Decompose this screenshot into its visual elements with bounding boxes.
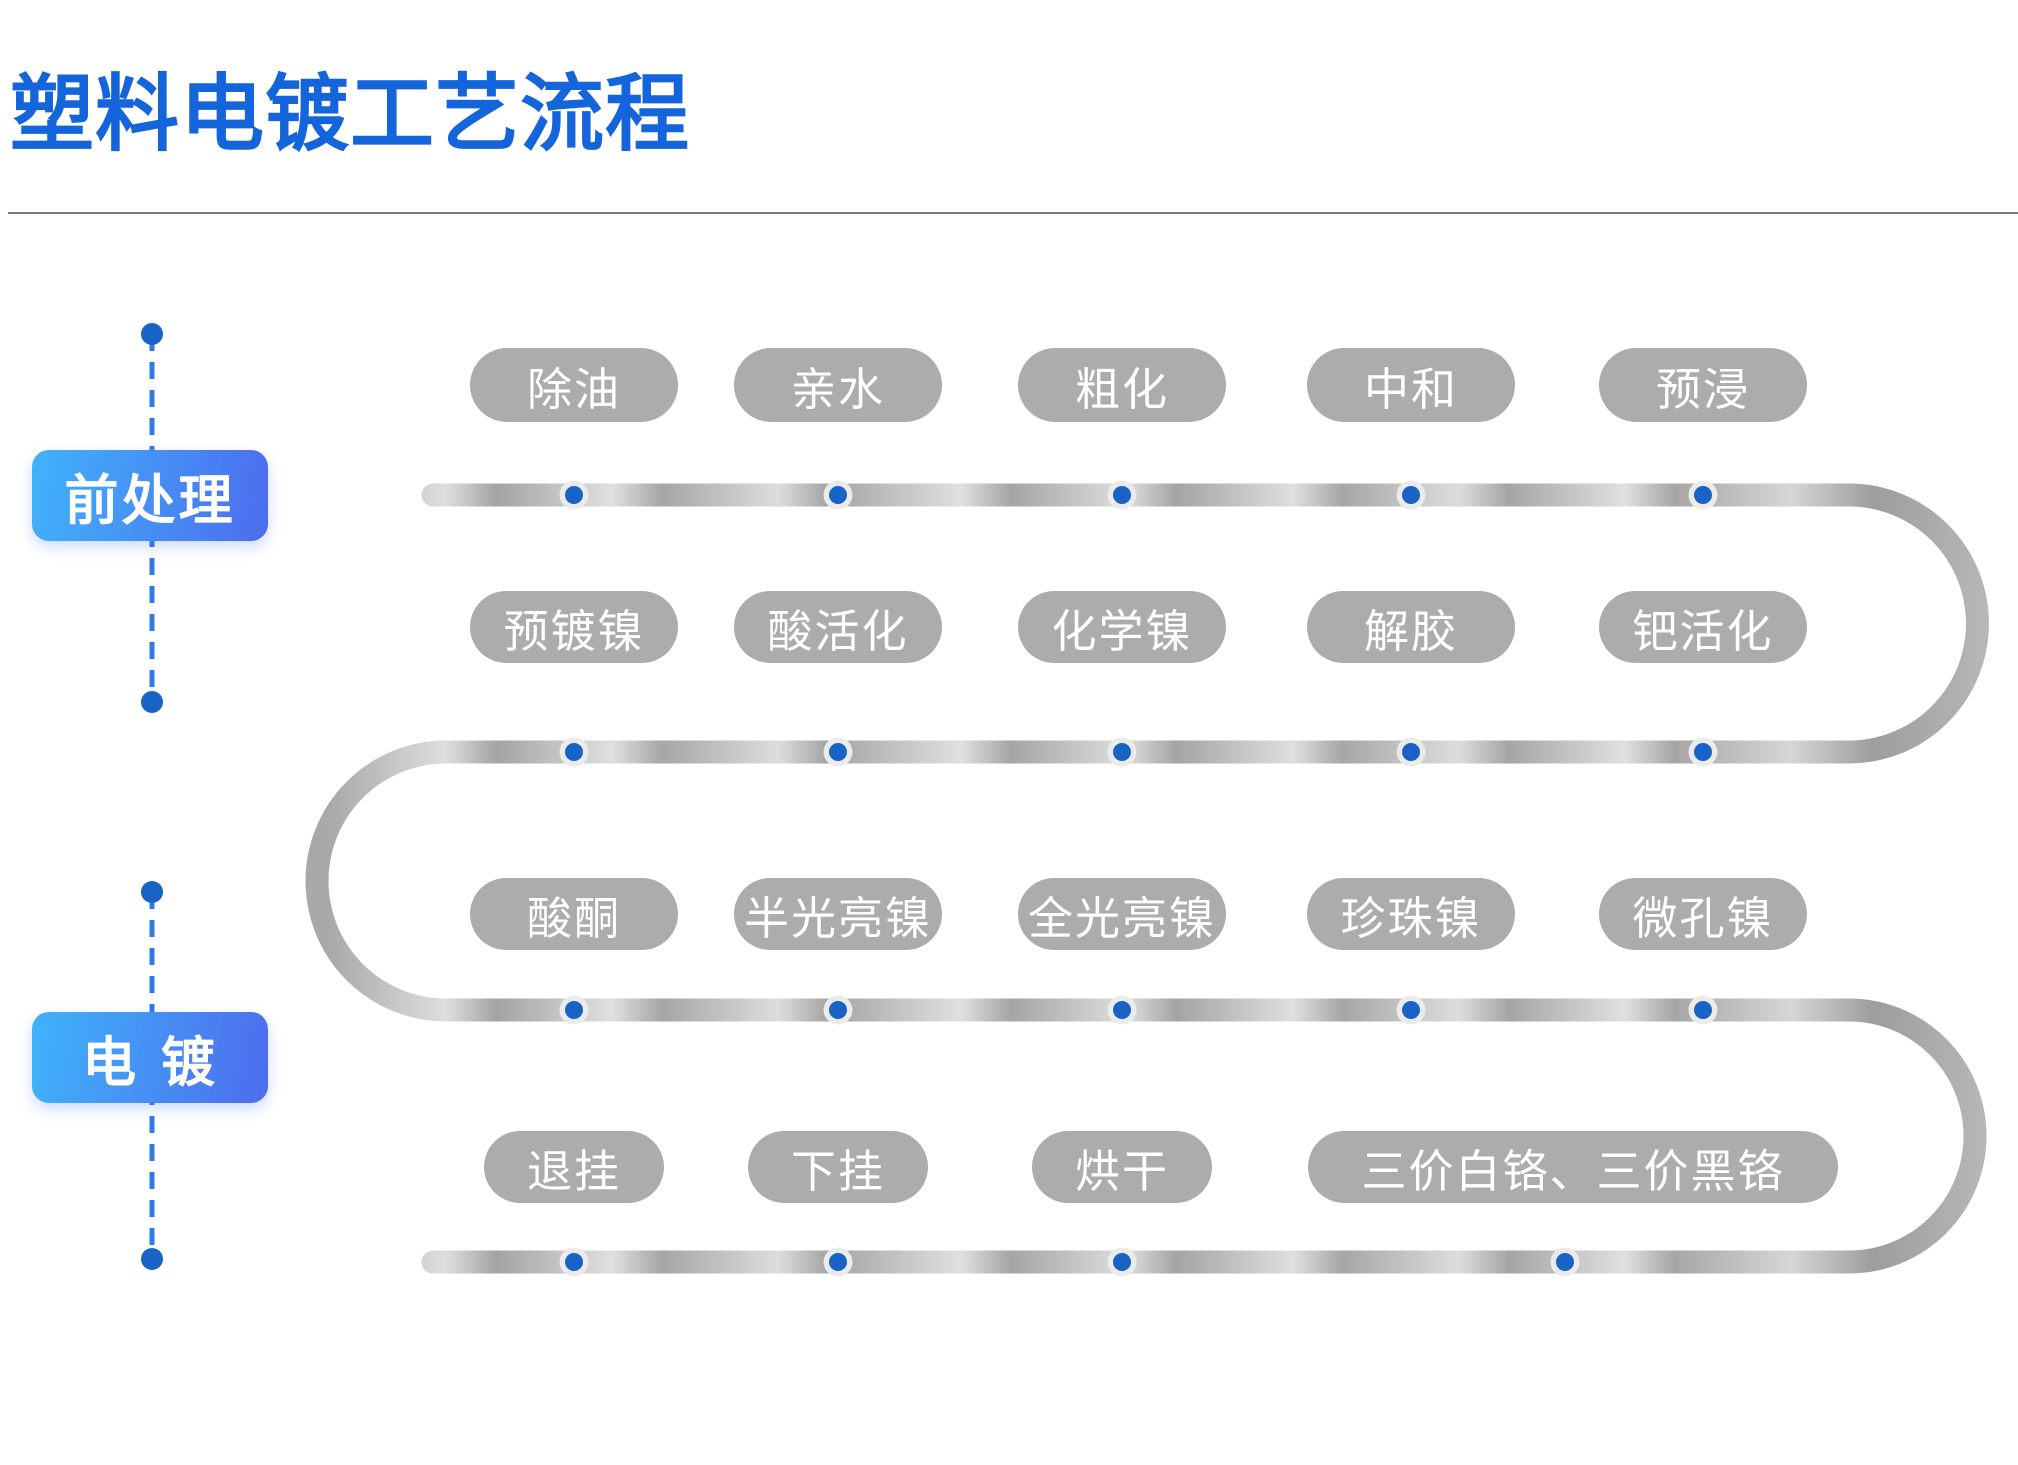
- flow-node-dot: [1107, 737, 1137, 767]
- phase-label-pretreatment: 前处理: [32, 450, 268, 541]
- step-pill-pearl-ni: 珍珠镍: [1307, 878, 1515, 950]
- flow-node-dot: [1107, 1247, 1137, 1277]
- step-pill-pd-activate: 钯活化: [1599, 591, 1807, 663]
- flow-node-dot: [559, 1247, 589, 1277]
- step-pill-roughening: 粗化: [1018, 348, 1226, 422]
- step-pill-microporous-ni: 微孔镍: [1599, 878, 1807, 950]
- step-pill-semibright-ni: 半光亮镍: [734, 878, 942, 950]
- flow-node-dot: [1688, 480, 1718, 510]
- step-pill-degumming: 解胶: [1307, 591, 1515, 663]
- step-pill-acid-copper: 酸酮: [470, 878, 678, 950]
- flow-node-dot: [823, 480, 853, 510]
- flow-node-dot: [1688, 737, 1718, 767]
- timeline-plating-top-dot: [141, 881, 163, 903]
- flow-node-dot: [1396, 995, 1426, 1025]
- title-divider: [8, 212, 2018, 214]
- flow-node-dot: [1396, 480, 1426, 510]
- step-pill-unrack: 下挂: [748, 1131, 928, 1203]
- flow-node-dot: [823, 995, 853, 1025]
- step-pill-trivalent-chrome: 三价白铬、三价黑铬: [1308, 1131, 1838, 1203]
- page-title: 塑料电镀工艺流程: [10, 65, 691, 163]
- step-pill-hydrophilic: 亲水: [734, 348, 942, 422]
- step-pill-neutralize: 中和: [1307, 348, 1515, 422]
- step-pill-prenickel: 预镀镍: [470, 591, 678, 663]
- phase-label-plating: 电 镀: [32, 1012, 268, 1103]
- serpentine-track: [305, 483, 1989, 1274]
- flow-node-dot: [823, 1247, 853, 1277]
- step-pill-strip-rack: 退挂: [484, 1131, 664, 1203]
- flow-node-dot: [1688, 995, 1718, 1025]
- flow-node-dot: [1396, 737, 1426, 767]
- step-pill-drying: 烘干: [1032, 1131, 1212, 1203]
- timeline-pretreat-bottom-dot: [141, 691, 163, 713]
- flow-node-dot: [1550, 1247, 1580, 1277]
- timeline-pretreat-top-dot: [141, 323, 163, 345]
- flow-node-dot: [559, 995, 589, 1025]
- step-pill-electroless-ni: 化学镍: [1018, 591, 1226, 663]
- step-pill-predip: 预浸: [1599, 348, 1807, 422]
- flow-node-dot: [559, 480, 589, 510]
- flow-node-dot: [559, 737, 589, 767]
- timeline-plating-bottom-dot: [141, 1248, 163, 1270]
- flow-node-dot: [823, 737, 853, 767]
- flow-node-dot: [1107, 995, 1137, 1025]
- step-pill-degrease: 除油: [470, 348, 678, 422]
- step-pill-bright-ni: 全光亮镍: [1018, 878, 1226, 950]
- step-pill-acid-activate: 酸活化: [734, 591, 942, 663]
- flow-node-dot: [1107, 480, 1137, 510]
